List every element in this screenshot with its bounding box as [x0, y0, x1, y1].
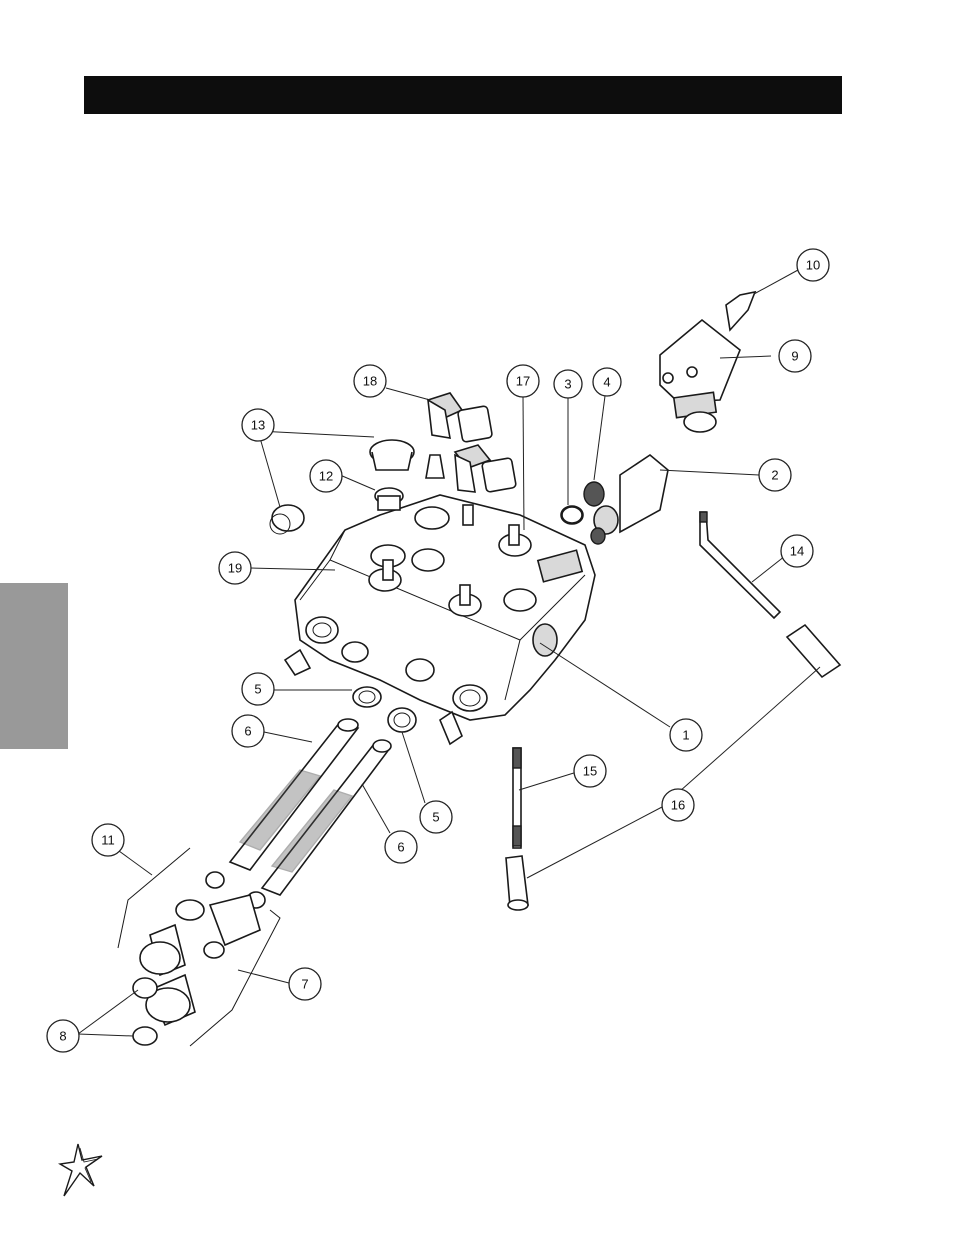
svg-text:1: 1	[682, 728, 689, 743]
hex-key-tool	[700, 512, 780, 618]
svg-text:4: 4	[603, 375, 610, 390]
callout-13: 13	[242, 409, 274, 441]
callout-9: 9	[779, 340, 811, 372]
star-logo-icon	[58, 1140, 108, 1198]
svg-text:2: 2	[771, 468, 778, 483]
callout-4: 4	[593, 368, 621, 396]
callout-18: 18	[354, 365, 386, 397]
callout-3: 3	[554, 370, 582, 398]
callout-17: 17	[507, 365, 539, 397]
svg-text:5: 5	[254, 682, 261, 697]
connector-part	[660, 292, 755, 432]
callout-5-upper: 5	[242, 673, 274, 705]
svg-text:11: 11	[101, 833, 115, 848]
callout-2: 2	[759, 459, 791, 491]
valve-body-part	[285, 495, 595, 744]
callout-19: 19	[219, 552, 251, 584]
threaded-rod-tool	[513, 748, 521, 848]
svg-text:9: 9	[791, 349, 798, 364]
callout-5-lower: 5	[420, 801, 452, 833]
callout-10: 10	[797, 249, 829, 281]
svg-text:7: 7	[301, 977, 308, 992]
svg-text:19: 19	[228, 561, 242, 576]
elbow-fitting-part	[426, 393, 516, 492]
callout-6-lower: 6	[385, 831, 417, 863]
callout-8: 8	[47, 1020, 79, 1052]
sensor-part	[561, 455, 668, 544]
svg-text:6: 6	[397, 840, 404, 855]
callout-16: 16	[662, 789, 694, 821]
callout-15: 15	[574, 755, 606, 787]
callout-14: 14	[781, 535, 813, 567]
svg-text:6: 6	[244, 724, 251, 739]
fitting-part-12	[375, 488, 403, 510]
callout-7: 7	[289, 968, 321, 1000]
mallet-tool	[787, 625, 840, 677]
callout-12: 12	[310, 460, 342, 492]
callout-6-upper: 6	[232, 715, 264, 747]
callout-1: 1	[670, 719, 702, 751]
svg-text:18: 18	[363, 374, 377, 389]
callout-11: 11	[92, 824, 124, 856]
svg-text:8: 8	[59, 1029, 66, 1044]
tapered-sleeve-tool	[506, 856, 528, 910]
svg-text:5: 5	[432, 810, 439, 825]
svg-text:14: 14	[790, 544, 804, 559]
svg-text:10: 10	[806, 258, 820, 273]
svg-text:13: 13	[251, 418, 265, 433]
svg-text:16: 16	[671, 798, 685, 813]
svg-text:3: 3	[564, 377, 571, 392]
svg-text:15: 15	[583, 764, 597, 779]
svg-text:12: 12	[319, 469, 333, 484]
svg-text:17: 17	[516, 374, 530, 389]
spring-kit-part	[118, 848, 280, 1046]
